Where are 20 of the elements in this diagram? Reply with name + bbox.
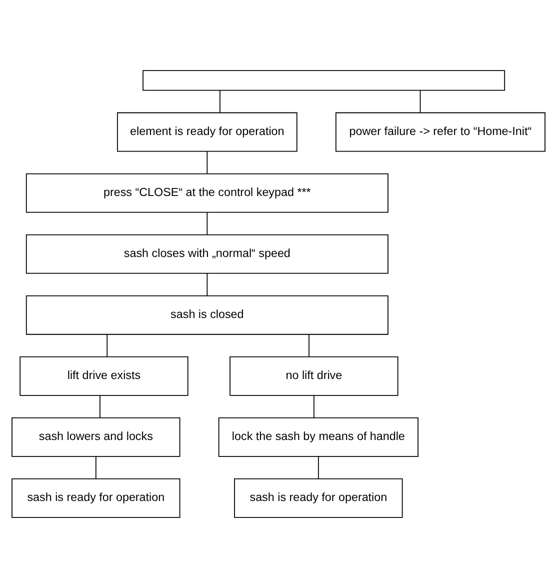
connector [206, 150, 208, 174]
connector [106, 333, 108, 357]
connector [420, 89, 421, 113]
node-box: lift drive exists [20, 356, 188, 396]
node-box: power failure -> refer to “Home-Init“ [335, 112, 546, 152]
node-box: sash is ready for operation [12, 478, 180, 518]
node-box: sash is closed [26, 294, 388, 334]
node-box: sash closes with „normal“ speed [26, 234, 388, 274]
connector [318, 455, 319, 479]
node-box [142, 70, 506, 90]
node-box: press “CLOSE“ at the control keypad *** [26, 172, 388, 212]
connector [308, 333, 310, 357]
connector [206, 272, 208, 296]
node-box: sash lowers and locks [12, 416, 180, 456]
connector [206, 211, 208, 235]
connector [95, 455, 96, 479]
node-box: no lift drive [230, 356, 398, 396]
node-box: element is ready for operation [117, 112, 298, 152]
node-box: sash is ready for operation [234, 478, 403, 518]
node-box: lock the sash by means of handle [218, 416, 418, 456]
